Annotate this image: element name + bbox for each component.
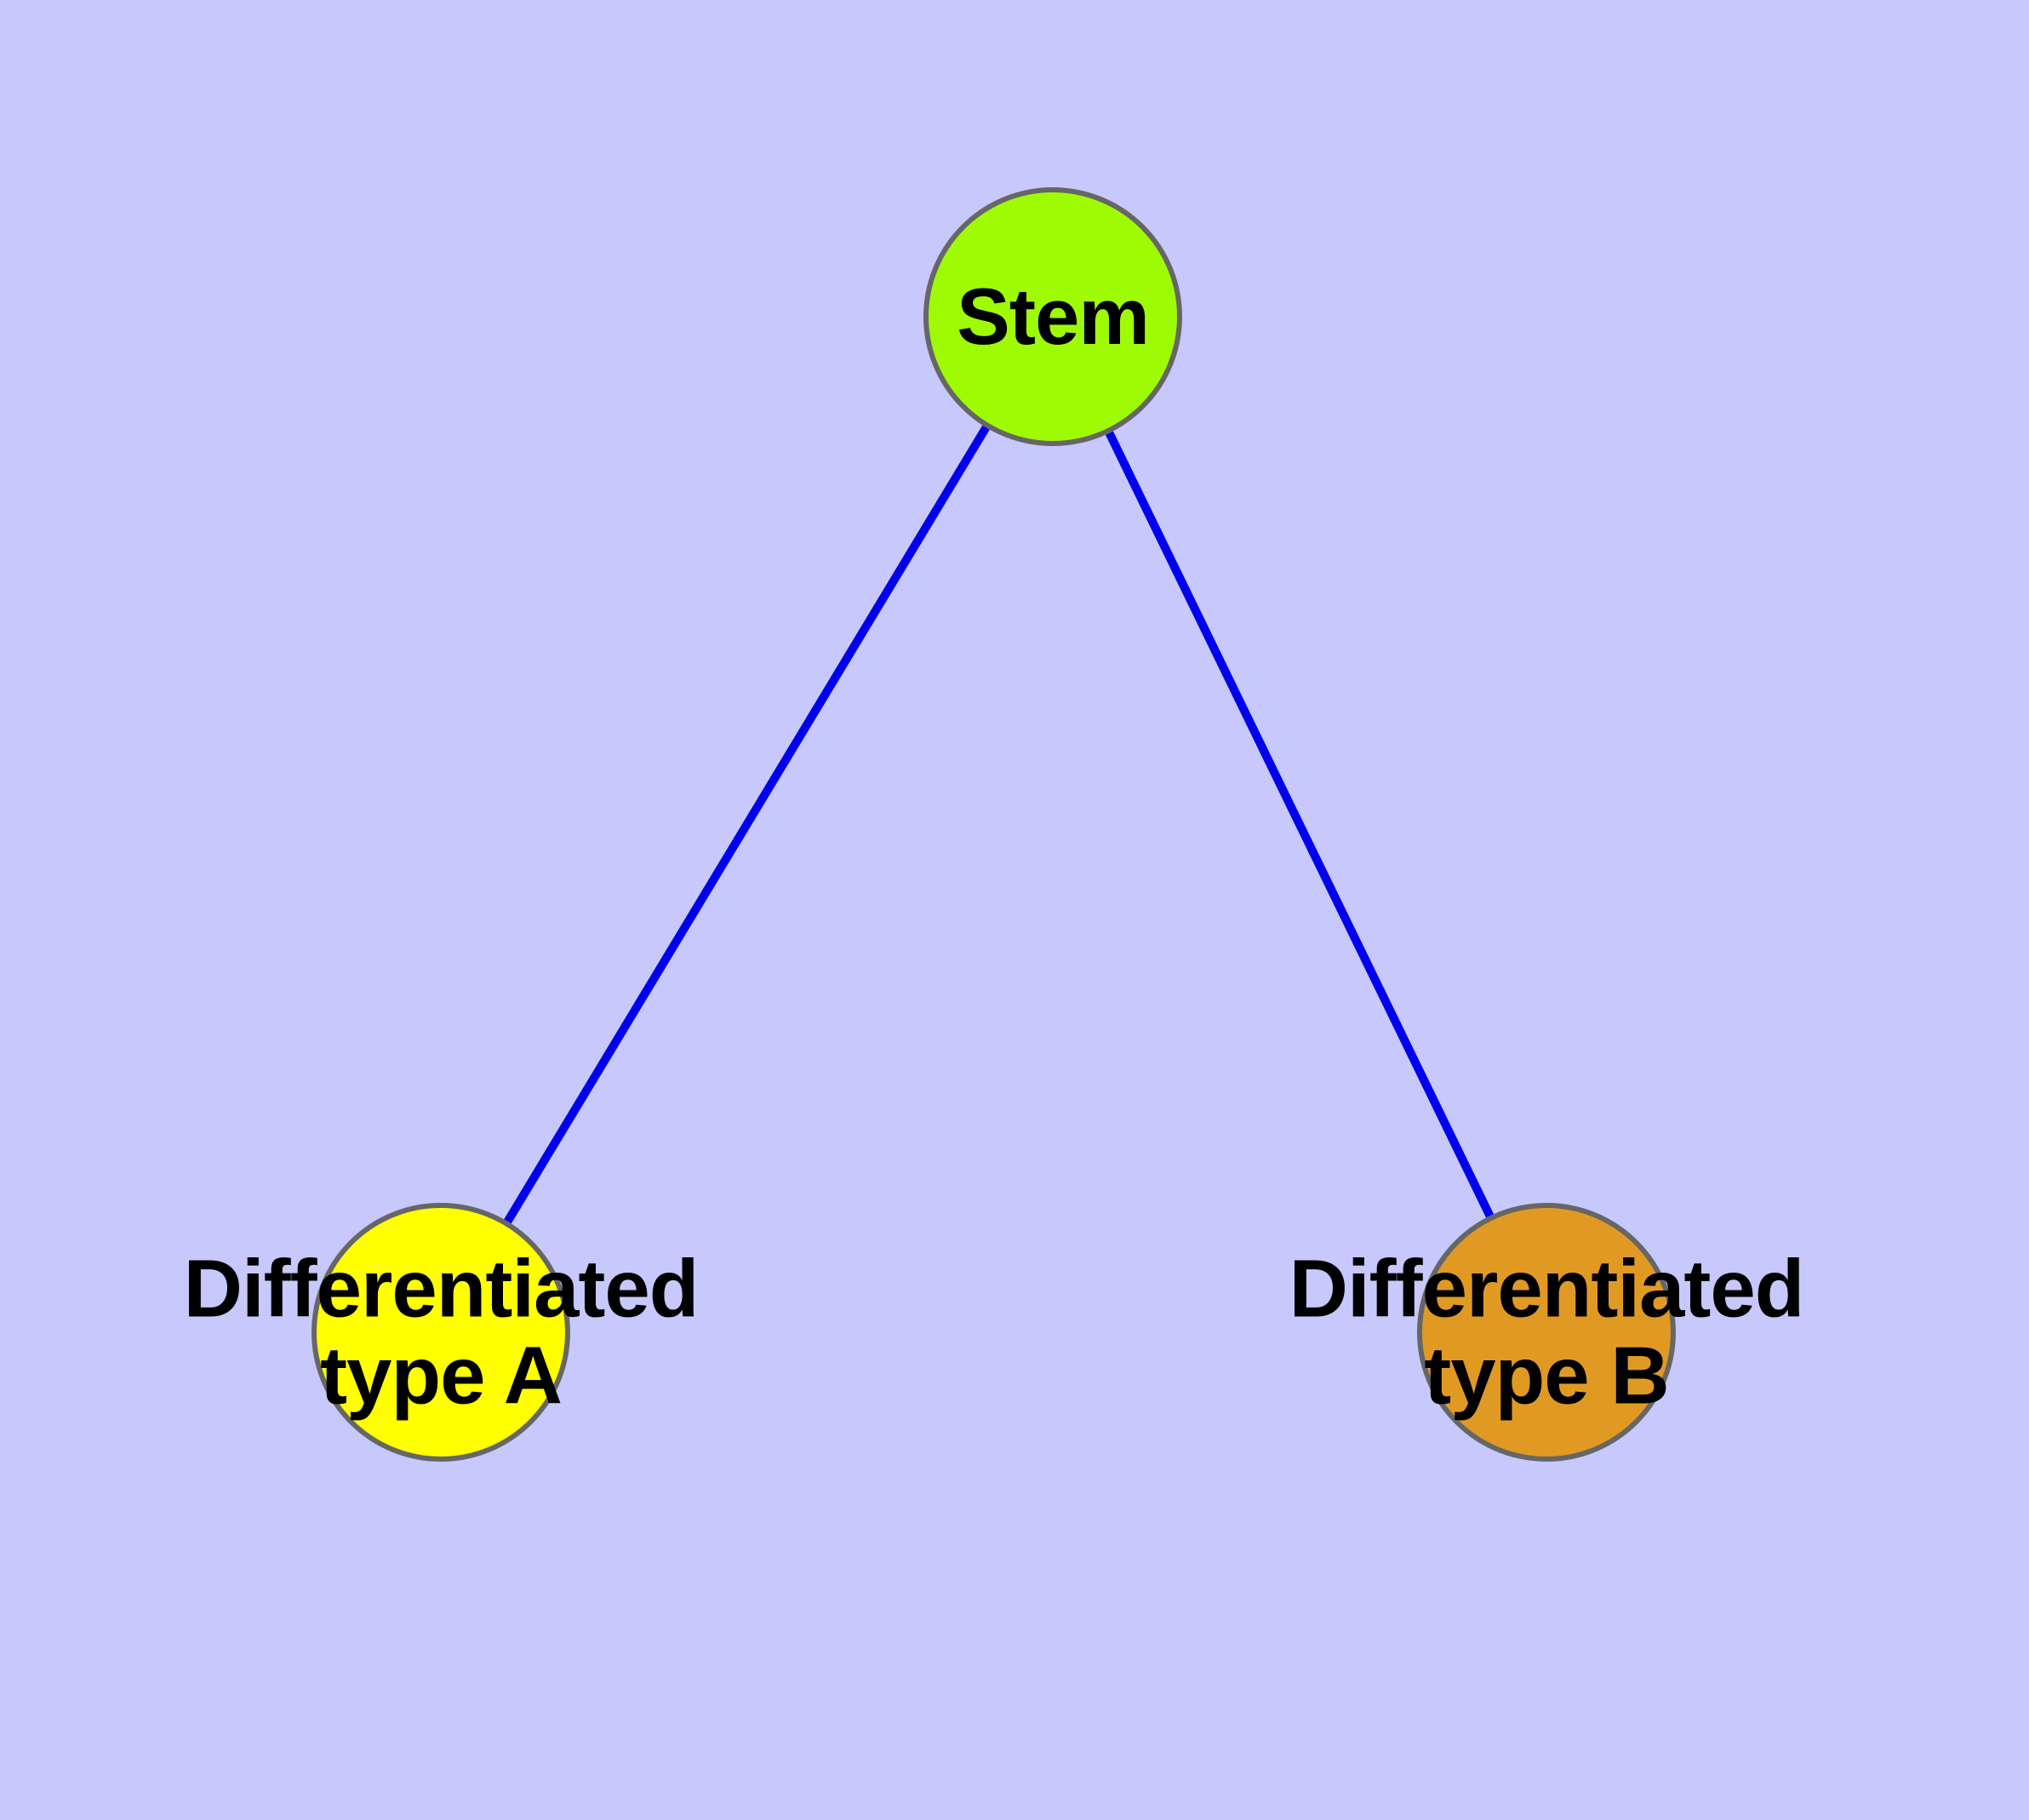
- node-differentiated-type-b[interactable]: Differentiated type B: [1289, 1203, 1804, 1462]
- node-stem-label: Stem: [957, 272, 1150, 362]
- node-stem[interactable]: Stem: [923, 187, 1182, 446]
- node-differentiated-type-a[interactable]: Differentiated type A: [184, 1203, 699, 1462]
- edge-stem-to-type-b: [1105, 431, 1495, 1218]
- edge-stem-to-type-a: [504, 425, 990, 1224]
